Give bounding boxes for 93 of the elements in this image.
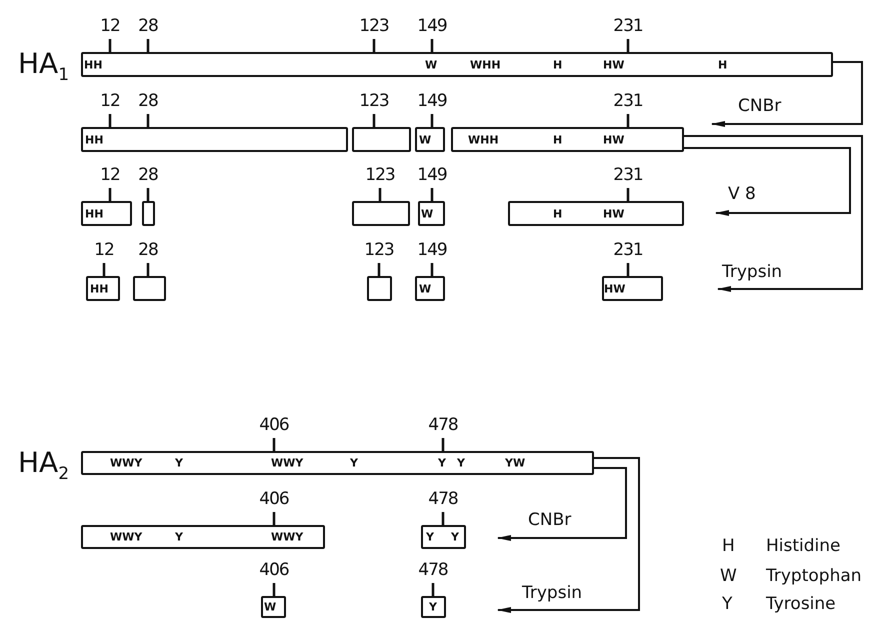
residue-number: 12 bbox=[99, 165, 121, 185]
residue-code: W bbox=[264, 602, 276, 612]
peptide-bar bbox=[421, 525, 466, 549]
residue-code: HW bbox=[603, 208, 624, 219]
peptide-bar bbox=[81, 52, 833, 77]
residue-number: 406 bbox=[258, 489, 290, 509]
peptide-bar bbox=[415, 127, 445, 152]
residue-number: 123 bbox=[363, 240, 395, 260]
residue-code: HH bbox=[85, 134, 104, 145]
key-description: Tyrosine bbox=[766, 594, 836, 614]
residue-code: Y bbox=[438, 458, 446, 468]
residue-code: W bbox=[419, 134, 432, 145]
residue-number: 149 bbox=[416, 240, 448, 260]
residue-number: 123 bbox=[358, 16, 390, 36]
peptide-bar bbox=[418, 201, 445, 226]
chain-name: HA$_{1}$ bbox=[18, 50, 70, 84]
residue-code: Y bbox=[451, 532, 459, 542]
residue-number: 231 bbox=[612, 91, 644, 111]
arrow bbox=[497, 457, 640, 613]
residue-number: 123 bbox=[358, 91, 390, 111]
residue-code: H bbox=[718, 59, 728, 70]
residue-code: HH bbox=[84, 59, 102, 70]
residue-code: W bbox=[419, 283, 432, 294]
residue-number: 478 bbox=[427, 489, 459, 509]
residue-code: Y bbox=[426, 532, 434, 542]
peptide-bar bbox=[133, 276, 166, 301]
residue-code: HW bbox=[603, 59, 624, 70]
residue-number: 12 bbox=[99, 91, 121, 111]
residue-code: Y bbox=[350, 458, 358, 468]
residue-code: H bbox=[553, 134, 562, 145]
residue-code: Y bbox=[175, 532, 183, 542]
residue-number: 149 bbox=[416, 165, 448, 185]
arrow bbox=[684, 147, 851, 216]
peptide-bar bbox=[261, 596, 286, 618]
peptide-bar bbox=[367, 276, 392, 301]
residue-number: 406 bbox=[258, 560, 290, 580]
residue-code: W bbox=[421, 208, 434, 219]
residue-number: 231 bbox=[612, 16, 644, 36]
residue-code: WHH bbox=[470, 59, 501, 70]
residue-code: WWY bbox=[271, 458, 304, 468]
peptide-bar bbox=[421, 596, 446, 618]
residue-number: 12 bbox=[99, 16, 121, 36]
residue-number: 406 bbox=[258, 415, 290, 435]
residue-code: HW bbox=[604, 283, 626, 294]
residue-code: HW bbox=[603, 134, 624, 145]
chain-name: HA$_{2}$ bbox=[18, 449, 70, 483]
residue-code: WHH bbox=[468, 134, 499, 145]
arrow bbox=[684, 135, 863, 292]
edge-label: Trypsin bbox=[722, 262, 782, 282]
residue-code: H bbox=[553, 208, 562, 219]
residue-code: Y bbox=[457, 458, 465, 468]
residue-code: WWY bbox=[110, 532, 142, 542]
residue-number: 231 bbox=[612, 240, 644, 260]
residue-code: W bbox=[425, 59, 438, 70]
residue-number: 28 bbox=[137, 240, 159, 260]
peptide-bar bbox=[508, 201, 684, 226]
peptide-bar bbox=[81, 201, 132, 226]
peptide-bar bbox=[415, 276, 445, 301]
residue-number: 28 bbox=[137, 91, 159, 111]
peptide-bar bbox=[81, 525, 325, 549]
residue-code: Y bbox=[429, 602, 437, 612]
residue-code: HH bbox=[90, 283, 108, 294]
peptide-bar bbox=[352, 127, 411, 152]
residue-code: WWY bbox=[110, 458, 142, 468]
peptide-bar bbox=[86, 276, 120, 301]
peptide-bar bbox=[81, 127, 348, 152]
peptide-bar bbox=[352, 201, 410, 226]
residue-number: 123 bbox=[364, 165, 396, 185]
key-letter: Y bbox=[722, 594, 732, 614]
peptide-bar bbox=[142, 201, 155, 226]
peptide-bar bbox=[451, 127, 684, 152]
peptide-bar bbox=[81, 451, 594, 475]
residue-number: 12 bbox=[93, 240, 115, 260]
key-letter: W bbox=[720, 566, 737, 586]
residue-number: 231 bbox=[612, 165, 644, 185]
residue-number: 478 bbox=[417, 560, 449, 580]
residue-code: Y bbox=[175, 458, 183, 468]
residue-code: WWY bbox=[271, 532, 304, 542]
residue-code: YW bbox=[505, 458, 526, 468]
edge-label: Trypsin bbox=[522, 583, 582, 603]
residue-number: 28 bbox=[137, 165, 159, 185]
arrow bbox=[497, 467, 627, 541]
arrow bbox=[711, 61, 863, 127]
key-letter: H bbox=[722, 536, 735, 556]
residue-number: 478 bbox=[427, 415, 459, 435]
residue-code: HH bbox=[85, 208, 104, 219]
peptide-bar bbox=[602, 276, 663, 301]
residue-number: 28 bbox=[137, 16, 159, 36]
residue-number: 149 bbox=[416, 91, 448, 111]
key-description: Histidine bbox=[766, 536, 840, 556]
residue-code: H bbox=[553, 59, 562, 70]
residue-number: 149 bbox=[416, 16, 448, 36]
key-description: Tryptophan bbox=[766, 566, 862, 586]
